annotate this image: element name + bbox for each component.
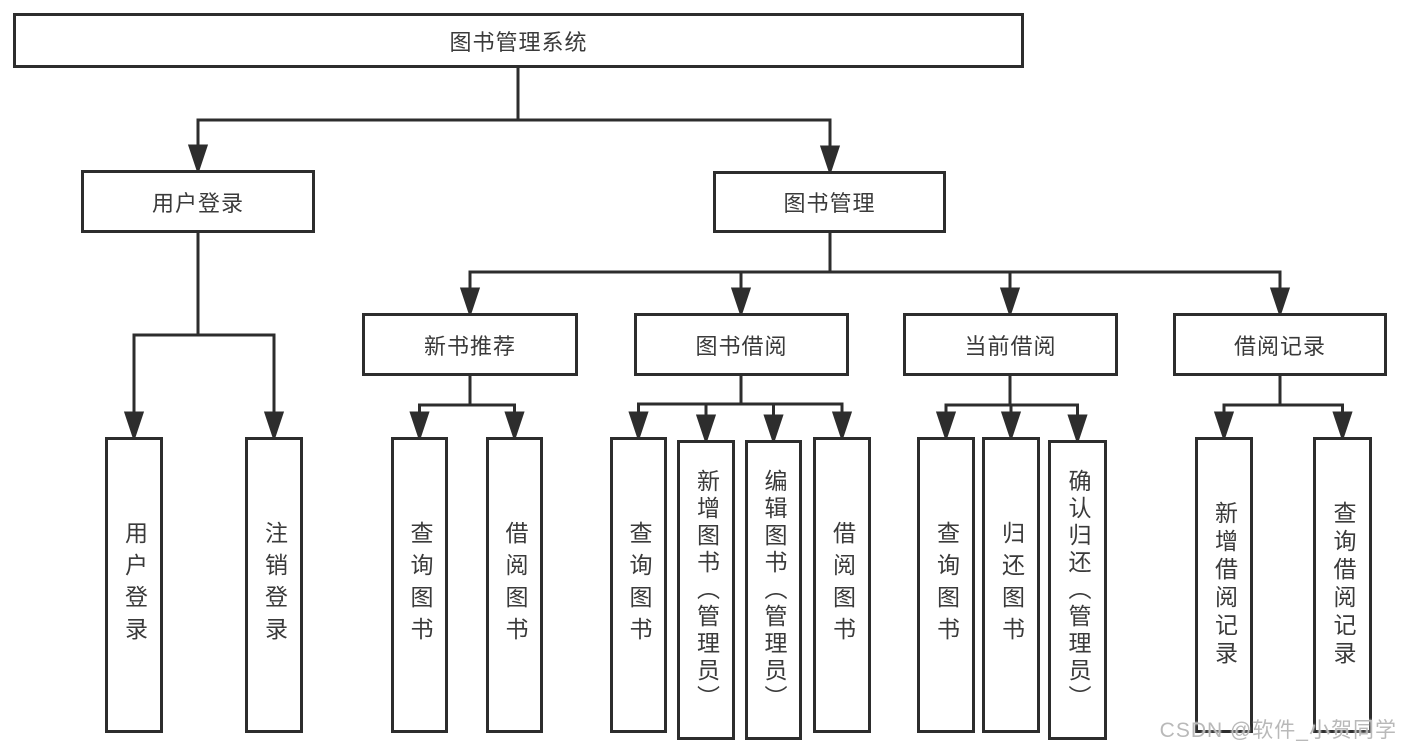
node-book-borrow: 图书借阅 bbox=[634, 313, 849, 376]
leaf-user-login-label: 用户登录 bbox=[121, 521, 148, 649]
node-current-borrow: 当前借阅 bbox=[903, 313, 1118, 376]
leaf-bb-borrow-book-label: 借阅图书 bbox=[829, 521, 856, 649]
node-book-management-label: 图书管理 bbox=[783, 191, 876, 216]
node-book-borrow-label: 图书借阅 bbox=[695, 333, 788, 359]
leaf-bb-edit-book-admin: 编辑图书（管理员） bbox=[745, 440, 802, 740]
node-root-system: 图书管理系统 bbox=[13, 13, 1024, 68]
leaf-cb-confirm-return-admin-label: 确认归还（管理员） bbox=[1065, 468, 1091, 712]
leaf-cb-query-book-label: 查询图书 bbox=[933, 521, 960, 649]
node-user-login-label: 用户登录 bbox=[151, 190, 244, 216]
node-user-login: 用户登录 bbox=[81, 170, 315, 233]
leaf-cb-return-book-label: 归还图书 bbox=[998, 521, 1025, 649]
node-new-book-recommend-label: 新书推荐 bbox=[423, 333, 516, 359]
leaf-cb-confirm-return-admin: 确认归还（管理员） bbox=[1048, 440, 1107, 740]
leaf-bb-query-book: 查询图书 bbox=[610, 437, 667, 733]
leaf-cb-query-book: 查询图书 bbox=[917, 437, 975, 733]
leaf-bb-borrow-book: 借阅图书 bbox=[813, 437, 871, 733]
leaf-logout-label: 注销登录 bbox=[261, 521, 288, 649]
leaf-nb-query-book-label: 查询图书 bbox=[407, 521, 433, 649]
node-book-management: 图书管理 bbox=[713, 171, 946, 233]
leaf-br-add-record: 新增借阅记录 bbox=[1195, 437, 1253, 733]
leaf-br-add-record-label: 新增借阅记录 bbox=[1211, 501, 1238, 669]
leaf-user-login: 用户登录 bbox=[105, 437, 163, 733]
leaf-nb-query-book: 查询图书 bbox=[391, 437, 448, 733]
leaf-bb-add-book-admin: 新增图书（管理员） bbox=[677, 440, 735, 740]
leaf-br-query-record: 查询借阅记录 bbox=[1313, 437, 1372, 733]
leaf-cb-return-book: 归还图书 bbox=[982, 437, 1040, 733]
leaf-br-query-record-label: 查询借阅记录 bbox=[1330, 501, 1356, 669]
leaf-bb-query-book-label: 查询图书 bbox=[626, 521, 652, 649]
node-borrow-records: 借阅记录 bbox=[1173, 313, 1387, 376]
leaf-bb-edit-book-admin-label: 编辑图书（管理员） bbox=[761, 468, 787, 712]
leaf-logout: 注销登录 bbox=[245, 437, 303, 733]
node-borrow-records-label: 借阅记录 bbox=[1233, 333, 1326, 359]
node-root-system-label: 图书管理系统 bbox=[449, 29, 588, 55]
leaf-nb-borrow-book: 借阅图书 bbox=[486, 437, 543, 733]
node-current-borrow-label: 当前借阅 bbox=[964, 333, 1057, 359]
leaf-bb-add-book-admin-label: 新增图书（管理员） bbox=[693, 468, 720, 712]
csdn-watermark: CSDN @软件_小贺同学 bbox=[1159, 719, 1397, 742]
leaf-nb-borrow-book-label: 借阅图书 bbox=[502, 521, 528, 649]
node-new-book-recommend: 新书推荐 bbox=[362, 313, 578, 376]
